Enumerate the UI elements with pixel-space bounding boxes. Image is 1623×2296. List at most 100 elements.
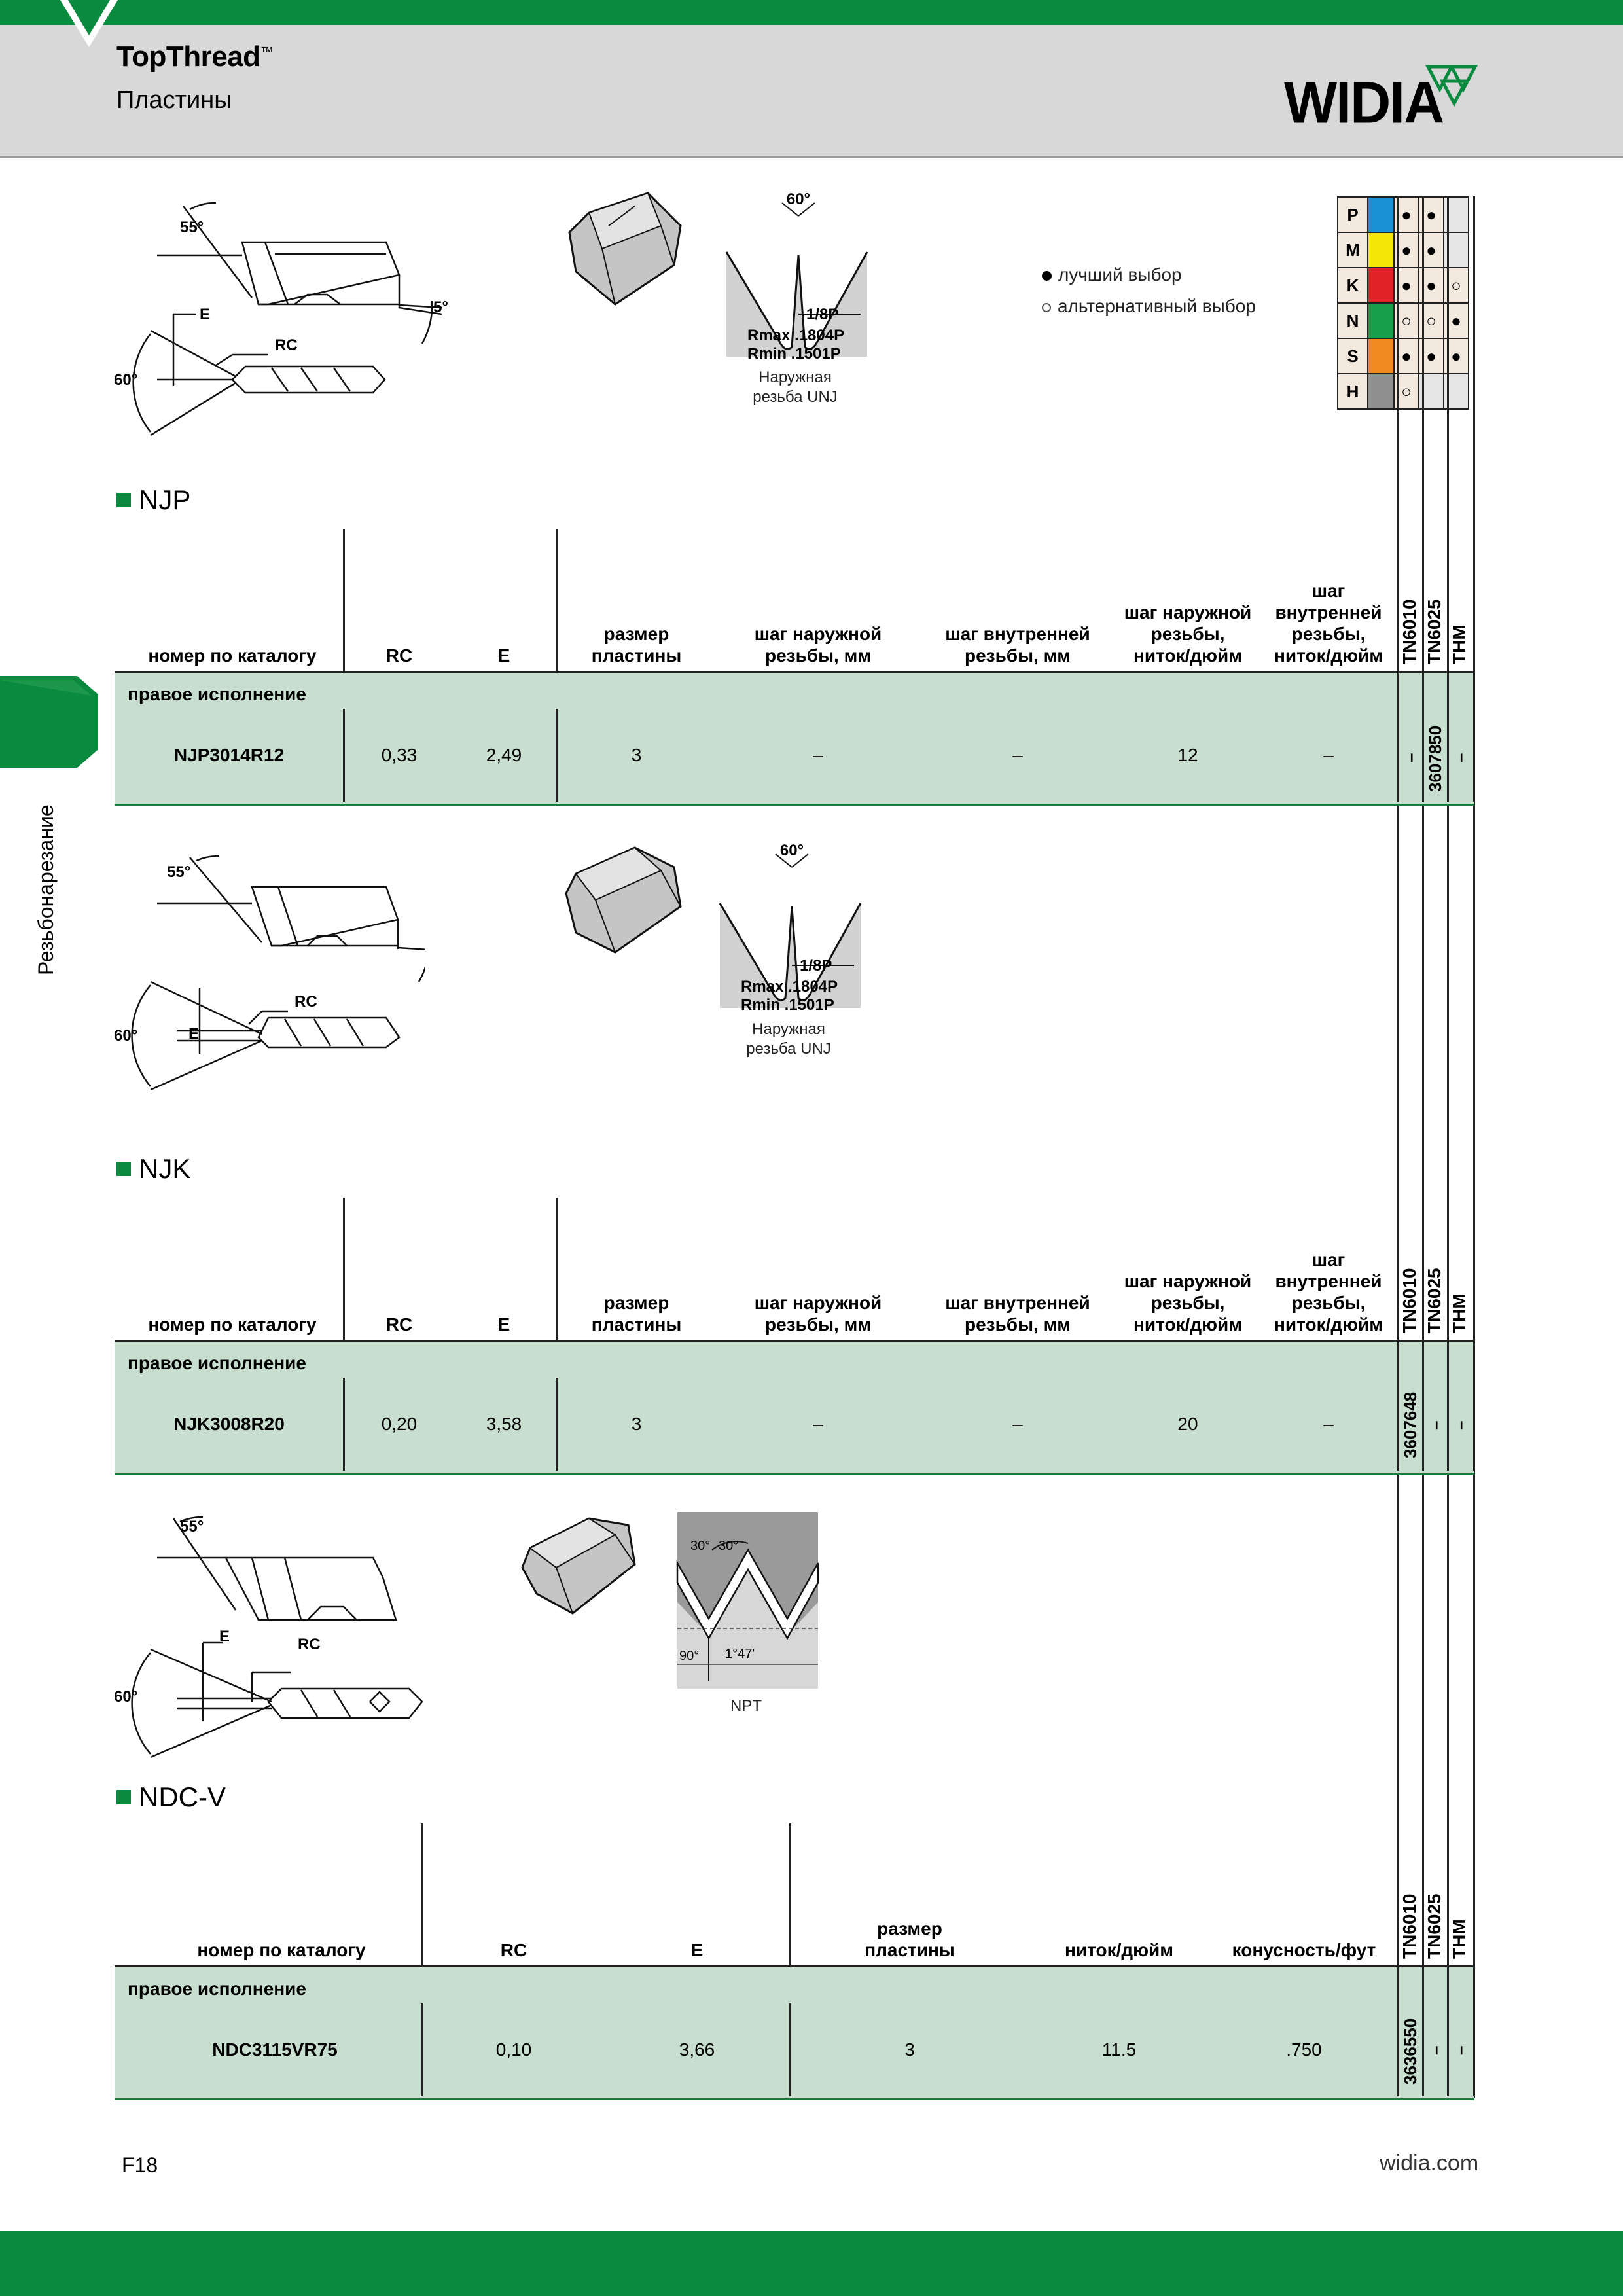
grade-line (1397, 671, 1399, 802)
material-color-swatch (1367, 196, 1395, 233)
cell-catalog: NJP3014R12 (173, 745, 285, 765)
cell-grade-tn6025: – (1425, 2045, 1445, 2055)
side-section-label: Резьбонарезание (34, 804, 58, 975)
cell-e: 2,49 (486, 745, 522, 765)
njp-insert-drawing: 55° 5° E RC 60° (114, 202, 448, 437)
section-square-icon (116, 1789, 131, 1804)
section-square-icon (116, 1161, 131, 1176)
top-green-bar (0, 0, 1623, 25)
njk-insert-3d-icon (565, 846, 682, 954)
grade-tn6025: TN6025 (1424, 1893, 1444, 1959)
cell-ext-tpi: 12 (1177, 745, 1198, 765)
svg-text:E: E (200, 306, 210, 323)
cell-grade-thm: – (1450, 1420, 1470, 1430)
svg-text:30°: 30° (719, 1539, 738, 1553)
grade-line (1447, 671, 1449, 802)
svg-text:E: E (219, 1628, 230, 1645)
grade-column-line (1473, 196, 1475, 2098)
page-number: F18 (122, 2153, 158, 2177)
cell-ext-pitch: – (813, 745, 823, 765)
cell-taper: .750 (1286, 2039, 1322, 2060)
col-rc: RC (385, 645, 413, 666)
svg-text:RC: RC (294, 993, 317, 1011)
column-separator (789, 2003, 791, 2096)
material-color-swatch (1367, 338, 1395, 374)
cell-grade-tn6010: 3607648 (1400, 1391, 1420, 1458)
material-color-swatch (1367, 232, 1395, 268)
column-separator (343, 709, 345, 802)
col-e: E (497, 645, 510, 666)
widia-logo-icon (1425, 65, 1478, 107)
grade-tn6025: TN6025 (1424, 599, 1444, 664)
material-label: N (1337, 302, 1368, 339)
cell-tpi: 11.5 (1101, 2039, 1137, 2060)
material-color-swatch (1367, 302, 1395, 339)
col-catalog: номер по каталогу (148, 645, 317, 666)
material-color-swatch (1367, 373, 1395, 410)
column-separator (343, 529, 345, 804)
material-row: M●● (1337, 232, 1469, 268)
cell-int-pitch: – (1012, 1414, 1023, 1434)
svg-text:5°: 5° (433, 298, 448, 316)
col-rc: RC (500, 1940, 527, 1960)
svg-text:60°: 60° (114, 1027, 137, 1045)
svg-text:60°: 60° (787, 190, 810, 208)
filled-dot-icon (1042, 271, 1052, 281)
svg-text:1/8P: 1/8P (800, 957, 832, 975)
svg-text:55°: 55° (180, 219, 204, 236)
unj-thread-profile-1: 60° 1/8P Rmax .1804P Rmin .1501P (725, 190, 868, 363)
cell-rc: 0,20 (381, 1414, 418, 1434)
band-label-ndcv: правое исполнение (128, 1979, 306, 1999)
band-njk (115, 1340, 1474, 1475)
cell-grade-thm: – (1450, 2045, 1470, 2055)
cell-grade-tn6025: – (1425, 1420, 1445, 1430)
section-title-njp: NJP (116, 484, 190, 516)
material-label: H (1337, 373, 1368, 410)
cell-grade-thm: – (1450, 753, 1470, 762)
material-row: S●●● (1337, 338, 1469, 374)
cell-size: 3 (631, 745, 642, 765)
cell-ext-pitch: – (813, 1414, 823, 1434)
col-e: E (690, 1940, 704, 1960)
grade-line (1473, 1340, 1475, 1471)
grade-tn6010: TN6010 (1399, 1893, 1419, 1959)
band-ndcv (115, 1965, 1474, 2100)
cell-int-pitch: – (1012, 745, 1023, 765)
svg-text:55°: 55° (180, 1518, 204, 1535)
hollow-dot-icon (1042, 302, 1051, 312)
column-separator (556, 1198, 558, 1473)
unj-thread-profile-2: 60° 1/8P Rmax .1804P Rmin .1501P (719, 842, 862, 1014)
svg-text:Rmin .1501P: Rmin .1501P (741, 996, 834, 1014)
corner-notch-inner (68, 0, 110, 35)
grade-column-line (1397, 196, 1399, 2098)
ndcv-insert-drawing: 55° E RC 60° (114, 1516, 423, 1759)
col-taper: конусность/фут (1232, 1940, 1376, 1960)
col-catalog: номер по каталогу (148, 1314, 317, 1335)
col-catalog: номер по каталогу (197, 1940, 366, 1960)
grade-line (1422, 1965, 1424, 2096)
footer-website: widia.com (1380, 2151, 1479, 2176)
bottom-green-bar (0, 2231, 1623, 2296)
cell-rc: 0,10 (495, 2039, 532, 2060)
material-row: K●●○ (1337, 267, 1469, 304)
svg-text:60°: 60° (114, 1688, 137, 1706)
material-row: H○ (1337, 373, 1469, 410)
cell-int-tpi: – (1323, 1414, 1334, 1434)
section-title-ndcv: NDC-V (116, 1782, 226, 1813)
cell-catalog: NJK3008R20 (173, 1414, 285, 1434)
svg-text:90°: 90° (679, 1649, 699, 1663)
band-njp (115, 671, 1474, 806)
svg-text:RC: RC (298, 1636, 321, 1653)
svg-text:E: E (188, 1025, 199, 1043)
material-label: K (1337, 267, 1368, 304)
npt-thread-profile: 30° 30° 90° 1°47' (676, 1512, 819, 1689)
section-square-icon (116, 492, 131, 507)
